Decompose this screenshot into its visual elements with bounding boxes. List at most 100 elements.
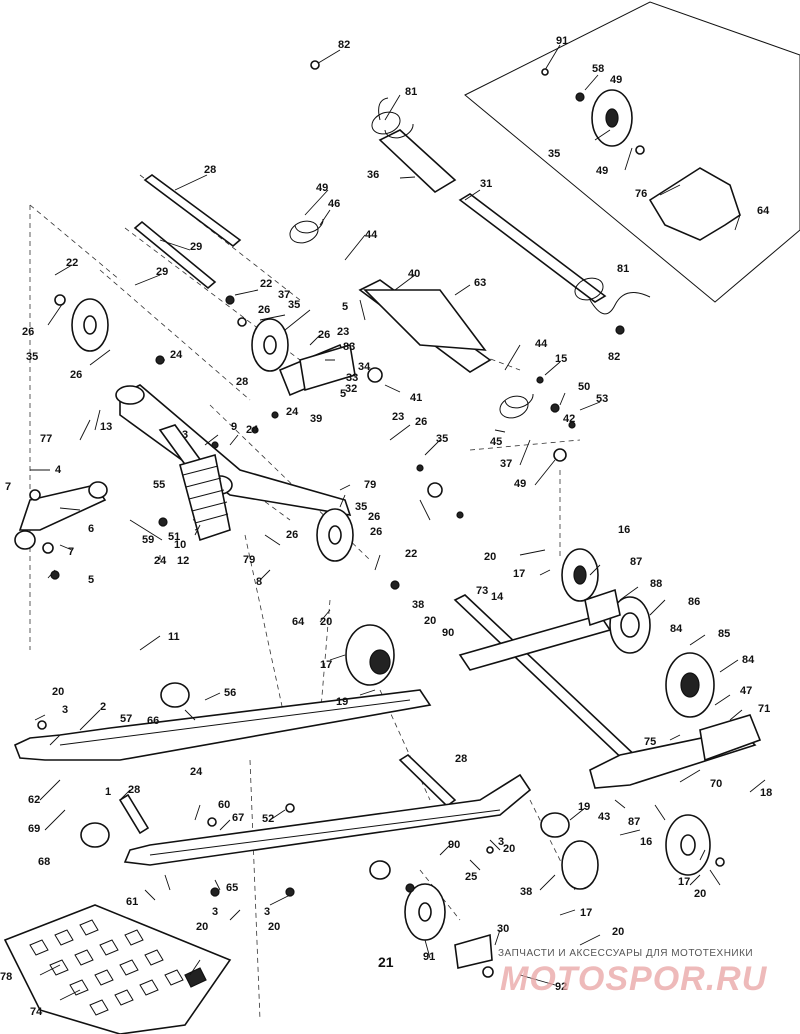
callout-label: 28	[128, 784, 140, 796]
callout-label: 23	[392, 411, 404, 423]
callout-label: 6	[88, 523, 94, 535]
callout-label: 7	[68, 546, 74, 558]
callout-label: 44	[535, 338, 548, 350]
callout-label: 73	[476, 585, 488, 597]
callout-label: 87	[628, 816, 640, 828]
callout-label: 20	[268, 921, 280, 933]
callout-label: 26	[415, 416, 427, 428]
mounting-brackets	[454, 167, 762, 969]
callout-label: 31	[480, 178, 492, 190]
fasteners	[29, 60, 725, 978]
callout-label: 28	[455, 753, 467, 765]
callout-label: 40	[408, 268, 420, 280]
callout-label: 7	[5, 481, 11, 493]
callout-label: 24	[246, 424, 259, 436]
callout-label: 75	[644, 736, 656, 748]
callout-label: 47	[740, 685, 752, 697]
callout-label: 3	[212, 906, 218, 918]
callout-label: 13	[100, 421, 112, 433]
callout-label: 57	[120, 713, 132, 725]
callout-label: 33	[346, 372, 358, 384]
callout-label: 78	[0, 971, 12, 983]
callout-label: 52	[262, 813, 274, 825]
callout-label: 23	[337, 326, 349, 338]
callout-labels: 1 2 3 3 3 3 3 4 5 5 5 6 7 7 8 9 10 11 12…	[0, 35, 772, 1018]
callout-label: 17	[513, 568, 525, 580]
callout-label: 16	[640, 836, 652, 848]
callout-label: 26	[368, 511, 380, 523]
callout-label: 20	[424, 615, 436, 627]
callout-label: 26	[258, 304, 270, 316]
callout-label: 35	[26, 351, 38, 363]
callout-label: 19	[578, 801, 590, 813]
callout-label: 58	[592, 63, 604, 75]
callout-label: 68	[38, 856, 50, 868]
callout-label: 82	[338, 39, 350, 51]
callout-label: 17	[678, 876, 690, 888]
callout-label: 28	[236, 376, 248, 388]
callout-label: 26	[370, 526, 382, 538]
callout-leaders	[30, 44, 766, 1001]
callout-label: 90	[442, 627, 454, 639]
shock-spring	[179, 289, 487, 542]
callout-label: 1	[105, 786, 111, 798]
callout-label: 65	[226, 882, 238, 894]
callout-label: 20	[52, 686, 64, 698]
callout-label: 24	[190, 766, 203, 778]
callout-label: 35	[436, 433, 448, 445]
callout-label: 17	[580, 907, 592, 919]
callout-label: 84	[670, 623, 683, 635]
callout-label: 91	[556, 35, 568, 47]
watermark: ЗАПЧАСТИ И АКСЕССУАРЫ ДЛЯ МОТОТЕХНИКИ MO…	[498, 948, 768, 998]
callout-label: 22	[405, 548, 417, 560]
callout-label: 28	[204, 164, 216, 176]
callout-label: 37	[500, 458, 512, 470]
callout-label: 2	[100, 701, 106, 713]
callout-label: 3	[182, 429, 188, 441]
track-section	[3, 904, 232, 1034]
callout-label: 32	[345, 383, 357, 395]
callout-label: 3	[498, 836, 504, 848]
callout-label: 20	[503, 843, 515, 855]
callout-label: 38	[412, 599, 424, 611]
callout-label: 20	[196, 921, 208, 933]
callout-label: 81	[405, 86, 417, 98]
callout-label: 88	[650, 578, 662, 590]
callout-label: 83	[343, 341, 355, 353]
callout-label: 90	[448, 839, 460, 851]
callout-label: 51	[168, 531, 180, 543]
callout-label: 34	[358, 361, 371, 373]
callout-label: 53	[596, 393, 608, 405]
callout-label: 49	[610, 74, 622, 86]
torsion-springs	[289, 97, 651, 419]
callout-label: 81	[617, 263, 629, 275]
callout-label: 59	[142, 534, 154, 546]
callout-label: 17	[320, 659, 332, 671]
callout-label: 55	[153, 479, 165, 491]
watermark-tagline: ЗАПЧАСТИ И АКСЕССУАРЫ ДЛЯ МОТОТЕХНИКИ	[498, 948, 753, 959]
callout-label: 46	[328, 198, 340, 210]
callout-label: 37	[278, 289, 290, 301]
callout-label: 24	[170, 349, 183, 361]
callout-label: 49	[596, 165, 608, 177]
callout-label: 50	[578, 381, 590, 393]
callout-label: 79	[364, 479, 376, 491]
callout-label: 67	[232, 812, 244, 824]
callout-label: 5	[340, 388, 346, 400]
callout-label: 49	[514, 478, 526, 490]
callout-label: 87	[630, 556, 642, 568]
callout-label: 35	[548, 148, 560, 160]
callout-label: 77	[40, 433, 52, 445]
callout-label: 24	[286, 406, 299, 418]
callout-label: 41	[410, 392, 422, 404]
callout-label: 5	[342, 301, 348, 313]
callout-label: 26	[70, 369, 82, 381]
callout-label: 86	[688, 596, 700, 608]
callout-label: 29	[156, 266, 168, 278]
callout-label: 20	[612, 926, 624, 938]
callout-label: 45	[490, 436, 502, 448]
callout-label: 49	[316, 182, 328, 194]
callout-label: 62	[28, 794, 40, 806]
watermark-logo: MOTOSPOR.RU	[500, 960, 768, 998]
